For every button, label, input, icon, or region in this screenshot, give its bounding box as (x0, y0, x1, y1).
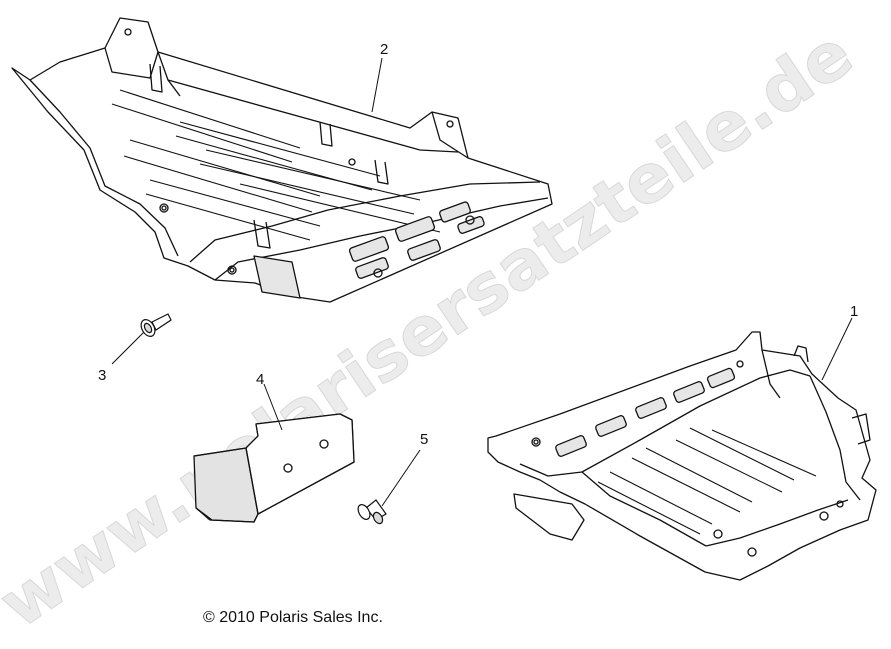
callout-3: 3 (98, 367, 106, 384)
part-2-skid-plate-front (11, 17, 553, 303)
leader-line-1 (821, 317, 853, 381)
part-1-skid-plate-rear (487, 331, 877, 581)
leader-line-4 (263, 383, 283, 431)
part-4-bracket (193, 413, 355, 523)
leader-line-2 (371, 57, 383, 113)
callout-1: 1 (850, 303, 858, 320)
part-3-screw (140, 313, 172, 337)
leader-lines (111, 57, 853, 507)
copyright-notice: © 2010 Polaris Sales Inc. (203, 609, 383, 626)
leader-line-3 (111, 331, 145, 365)
leader-line-5 (381, 449, 421, 507)
callout-4: 4 (256, 371, 264, 388)
callout-5: 5 (420, 431, 428, 448)
part-5-push-rivet (357, 499, 387, 525)
callout-2: 2 (380, 41, 388, 58)
